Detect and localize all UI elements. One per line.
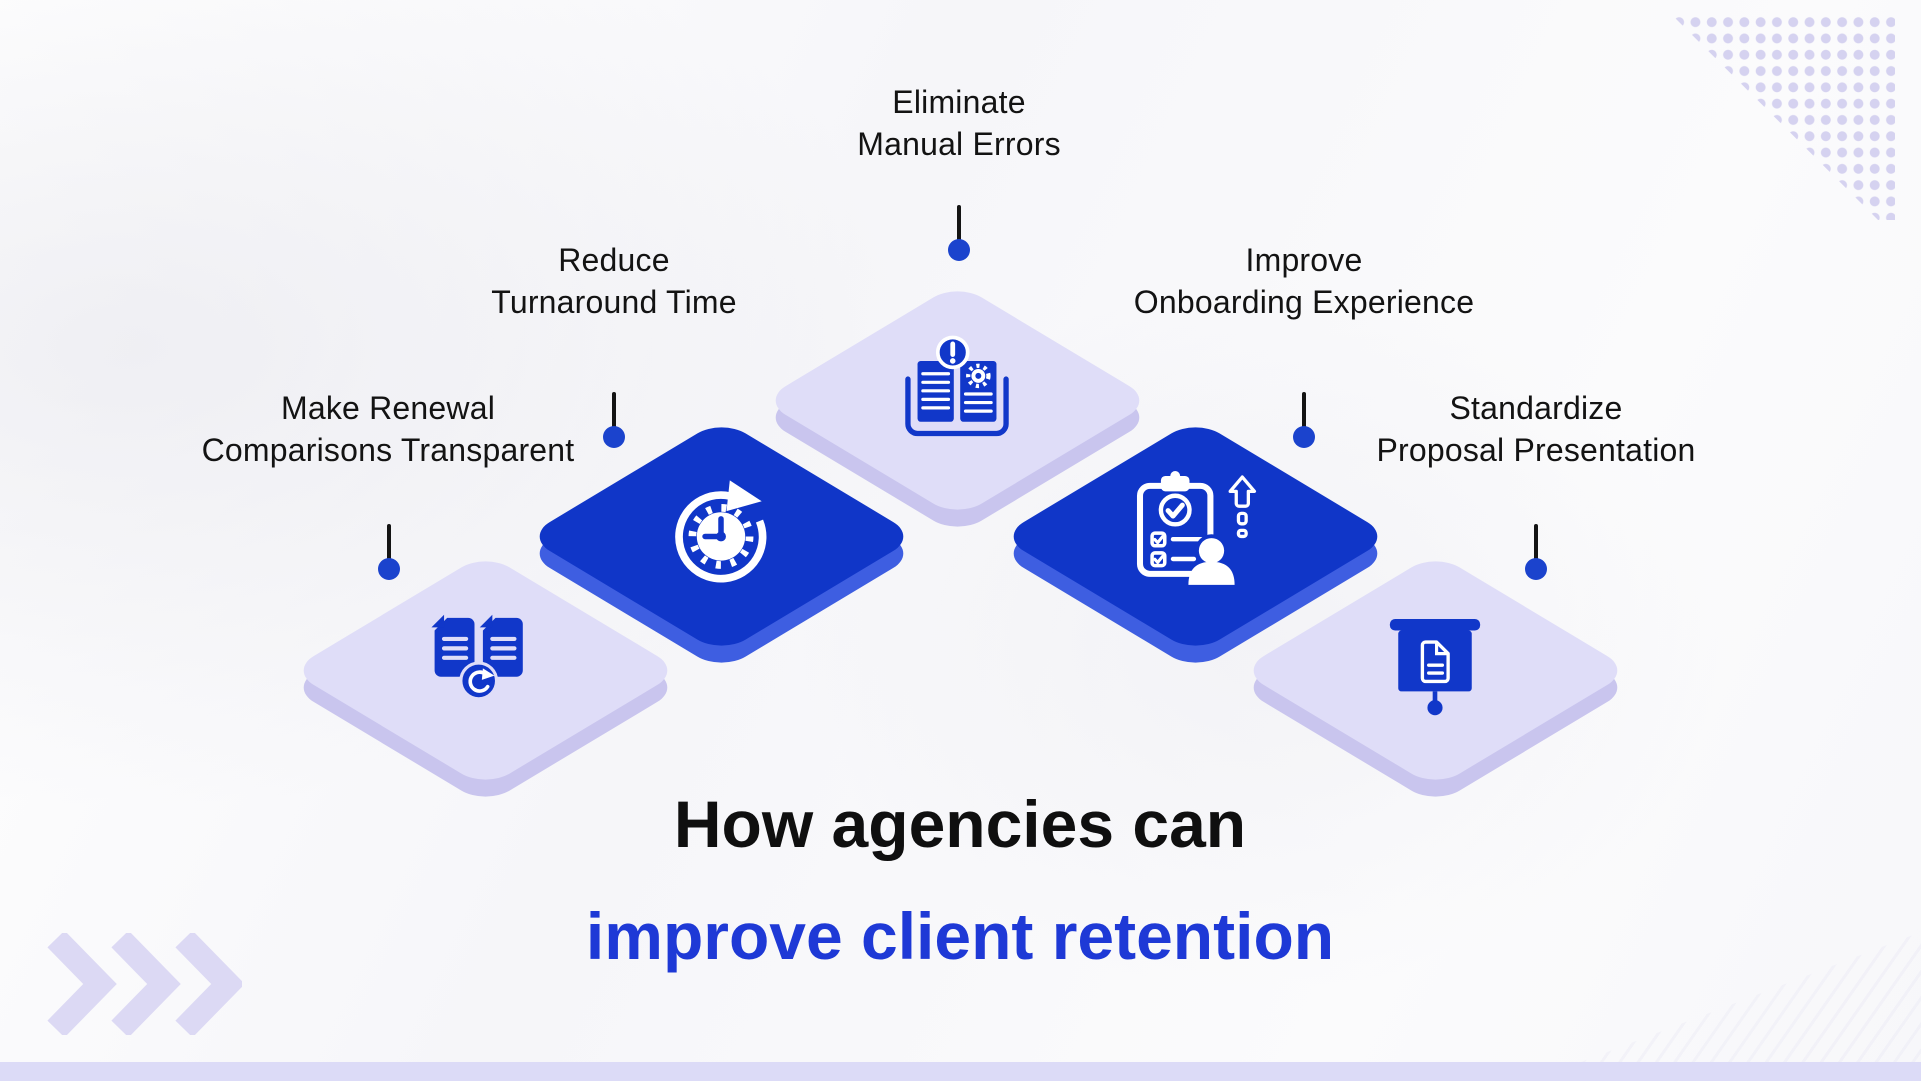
- pin-dot: [1525, 558, 1547, 580]
- pin-improve-onboarding: [1293, 392, 1315, 448]
- label-reduce-turnaround-time: Reduce Turnaround Time: [491, 242, 737, 320]
- triple-chevron-icon: [47, 933, 242, 1035]
- pin-line: [612, 392, 616, 428]
- label-eliminate-manual-errors: Eliminate Manual Errors: [857, 84, 1061, 162]
- pin-line: [387, 524, 391, 560]
- label-standardize-proposal-presentation: Standardize Proposal Presentation: [1376, 390, 1696, 468]
- pin-line: [957, 205, 961, 241]
- clock-turnaround-icon: [675, 480, 767, 583]
- presentation-board-icon: [1389, 618, 1481, 716]
- label-improve-onboarding-experience: Improve Onboarding Experience: [1133, 242, 1475, 320]
- documents-sync-icon: [431, 614, 523, 701]
- label-make-renewal-comparisons-transparent: Make Renewal Comparisons Transparent: [201, 390, 575, 468]
- page-title-line2: improve client retention: [585, 899, 1335, 973]
- bottom-accent-bar: [0, 1062, 1921, 1081]
- dot-grid-pattern: [1669, 12, 1895, 220]
- pin-dot: [603, 426, 625, 448]
- page-title-line1: How agencies can: [673, 787, 1247, 861]
- pin-line: [1302, 392, 1306, 428]
- book-error-gear-icon: [905, 335, 1009, 437]
- pin-reduce-turnaround: [603, 392, 625, 448]
- clipboard-onboarding-icon: [1136, 470, 1257, 585]
- stripe-pattern: [1581, 932, 1921, 1062]
- pin-standardize-proposal: [1525, 524, 1547, 580]
- pin-dot: [1293, 426, 1315, 448]
- pin-line: [1534, 524, 1538, 560]
- pin-make-renewal: [378, 524, 400, 580]
- pin-eliminate-errors: [948, 205, 970, 261]
- pin-dot: [948, 239, 970, 261]
- pin-dot: [378, 558, 400, 580]
